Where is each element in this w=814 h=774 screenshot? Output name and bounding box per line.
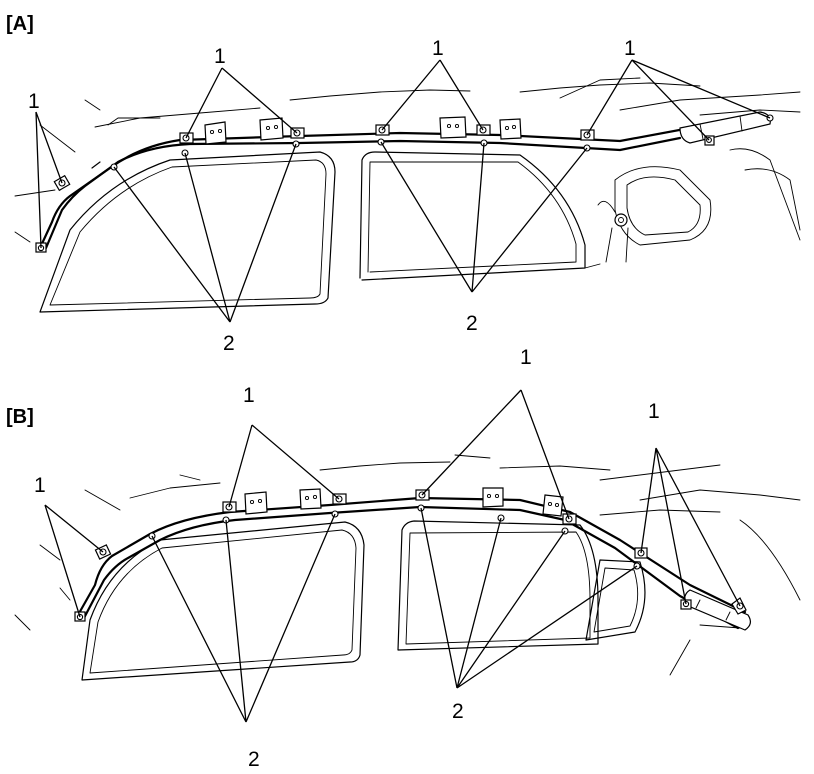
panel-b-callout-2-front: 2 <box>248 748 260 771</box>
panel-b-callout-1-middle: 1 <box>243 384 255 407</box>
panel-a-callout-2-front: 2 <box>223 332 235 355</box>
panel-b-label: [B] <box>6 406 34 428</box>
panel-b-callout-1-rear: 1 <box>648 400 660 423</box>
panel-b-rear-window <box>397 520 646 651</box>
panel-b-curtain-airbag <box>74 487 751 631</box>
panel-b-callout-1-front: 1 <box>34 474 46 497</box>
panel-b-front-window <box>81 521 365 681</box>
panel-a-leaders <box>35 59 771 323</box>
panel-a-callout-1-front: 1 <box>28 90 40 113</box>
panel-a-curtain-airbag <box>35 111 774 253</box>
panel-b: [B] <box>6 346 801 771</box>
panel-a-callout-2-rear: 2 <box>466 312 478 335</box>
panel-a-front-window <box>39 151 336 313</box>
panel-a-body-outline <box>14 77 801 263</box>
panel-a-rear-window <box>359 151 601 281</box>
panel-b-callout-1-center: 1 <box>520 346 532 369</box>
panel-a-label: [A] <box>6 13 34 35</box>
panel-a-callout-1-center: 1 <box>432 37 444 60</box>
panel-a-callout-1-rear: 1 <box>624 37 636 60</box>
panel-b-leaders <box>44 389 741 723</box>
panel-a: [A] <box>6 13 801 355</box>
panel-a-callout-1-middle: 1 <box>214 45 226 68</box>
panel-b-callout-2-rear: 2 <box>452 700 464 723</box>
panel-b-body-outline <box>14 454 801 676</box>
